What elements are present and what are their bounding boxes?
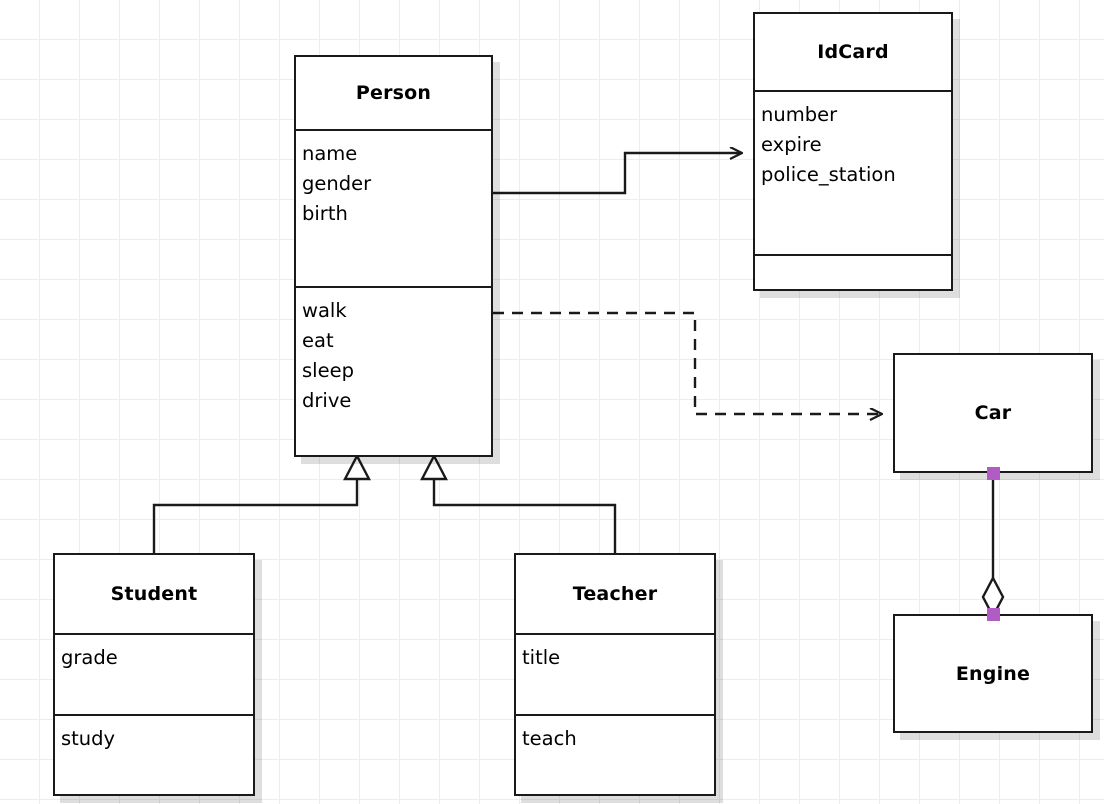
edge-car-engine[interactable] <box>981 473 1005 619</box>
attribute-item: expire <box>761 133 822 156</box>
class-title-engine: Engine <box>955 662 1031 685</box>
operation-item: teach <box>522 727 577 750</box>
edge-student-person[interactable] <box>152 453 371 553</box>
class-operations-person: walk eat sleep drive <box>296 286 491 455</box>
class-box-person[interactable]: Person name gender birth walk eat sleep … <box>294 55 493 457</box>
class-box-idcard[interactable]: IdCard number expire police_station <box>753 12 953 291</box>
class-title-person: Person <box>355 82 432 104</box>
attribute-item: birth <box>302 202 348 225</box>
class-title-idcard: IdCard <box>817 41 889 63</box>
class-title-teacher: Teacher <box>572 583 658 605</box>
edge-handle-source[interactable] <box>987 467 1000 480</box>
class-box-car[interactable]: Car <box>893 353 1093 473</box>
class-operations-idcard <box>755 254 951 289</box>
class-box-student[interactable]: Student grade study <box>53 553 255 796</box>
class-attributes-student: grade <box>55 633 253 714</box>
attribute-item: police_station <box>761 163 896 186</box>
attribute-item: name <box>302 142 358 165</box>
operation-item: eat <box>302 329 334 352</box>
class-attributes-idcard: number expire police_station <box>755 90 951 254</box>
class-operations-teacher: teach <box>516 714 714 798</box>
operation-item: walk <box>302 299 347 322</box>
attribute-item: grade <box>61 646 118 669</box>
edge-handle-target[interactable] <box>987 608 1000 621</box>
class-title-student: Student <box>110 583 198 605</box>
class-title-car: Car <box>974 402 1012 424</box>
class-attributes-person: name gender birth <box>296 129 491 286</box>
class-operations-student: study <box>55 714 253 798</box>
operation-item: study <box>61 727 116 750</box>
edge-person-car[interactable] <box>493 311 882 414</box>
class-box-teacher[interactable]: Teacher title teach <box>514 553 716 796</box>
operation-item: drive <box>302 389 352 412</box>
class-attributes-teacher: title <box>516 633 714 714</box>
edge-person-idcard[interactable] <box>493 153 742 195</box>
attribute-item: gender <box>302 172 372 195</box>
attribute-item: title <box>522 646 561 669</box>
attribute-item: number <box>761 103 838 126</box>
edge-teacher-person[interactable] <box>420 453 617 553</box>
operation-item: sleep <box>302 359 354 382</box>
